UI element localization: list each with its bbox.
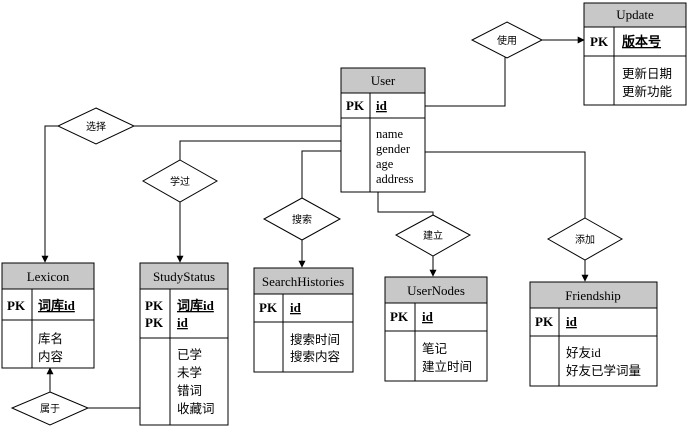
relationship-label: 搜索 [292, 213, 312, 226]
key-field: 版本号 [622, 34, 661, 49]
attribute: 内容 [38, 349, 63, 364]
attribute: name [376, 127, 404, 141]
pk-marker: PK [145, 315, 164, 330]
pk-marker: PK [590, 34, 609, 49]
connector-user-learn [179, 140, 341, 160]
attribute: 未学 [177, 365, 202, 380]
key-field: id [376, 98, 388, 113]
connector-user-search [301, 150, 341, 198]
entity-update: Update PK 版本号 更新日期 更新功能 [583, 2, 687, 106]
entity-title: Friendship [565, 288, 621, 303]
attribute: 好友已学词量 [566, 363, 641, 378]
entity-title: Update [616, 7, 654, 22]
relationship-label: 选择 [86, 120, 106, 133]
key-field: 词库id [177, 298, 215, 313]
relationship-label: 建立 [423, 229, 443, 242]
connectors [41, 36, 589, 409]
connector-user-add [425, 151, 586, 218]
pk-marker: PK [535, 314, 554, 329]
entity-user: User PK id name gender age address [340, 67, 426, 193]
pk-marker: PK [346, 98, 365, 113]
pk-marker: PK [145, 298, 164, 313]
entity-studystatus: StudyStatus PK PK 词库id id 已学 未学 错词 收藏词 [139, 262, 229, 426]
relationship-label: 添加 [575, 233, 595, 246]
attribute: address [376, 172, 414, 186]
attribute: age [376, 157, 394, 171]
relationship-label: 使用 [497, 34, 517, 47]
entity-title: User [371, 73, 396, 88]
key-field: 词库id [38, 298, 76, 313]
attribute: 已学 [177, 347, 202, 362]
attribute: 搜索时间 [290, 332, 340, 347]
pk-marker: PK [259, 300, 278, 315]
entity-title: Lexicon [27, 269, 70, 284]
entity-title: SearchHistories [262, 274, 344, 289]
relationship-build: 建立 [394, 214, 472, 257]
connector-user-use [425, 57, 506, 107]
relationship-label: 学过 [170, 175, 190, 188]
attribute: 建立时间 [422, 359, 472, 374]
attribute: 错词 [177, 384, 202, 398]
entity-searchhistories: SearchHistories PK id 搜索时间 搜索内容 [253, 267, 354, 373]
pk-marker: PK [390, 309, 409, 324]
attribute: 更新功能 [622, 84, 673, 99]
attribute: 笔记 [422, 341, 448, 356]
attribute: gender [376, 142, 411, 156]
connector-choose-lexicon [41, 125, 58, 263]
attribute: 搜索内容 [290, 349, 340, 364]
entity-title: UserNodes [407, 283, 465, 298]
relationship-label: 属于 [40, 403, 60, 415]
relationship-choose: 选择 [56, 107, 136, 145]
entity-title: StudyStatus [153, 269, 215, 284]
entity-lexicon: Lexicon PK 词库id 库名 内容 [1, 262, 95, 369]
pk-marker: PK [7, 298, 26, 313]
attribute: 收藏词 [177, 402, 215, 416]
relationship-use: 使用 [470, 21, 544, 59]
relationship-belong: 属于 [10, 391, 90, 426]
relationship-search: 搜索 [262, 197, 342, 241]
attribute: 好友id [566, 346, 601, 360]
entity-friendship: Friendship PK id 好友id 好友已学词量 [529, 281, 658, 387]
relationship-learn: 学过 [141, 159, 219, 203]
attribute: 更新日期 [622, 66, 672, 81]
key-field: id [290, 300, 302, 315]
key-field: id [422, 309, 434, 324]
key-field: id [566, 314, 578, 329]
connector-user-build [377, 192, 434, 215]
attribute: 库名 [38, 331, 63, 346]
entity-usernodes: UserNodes PK id 笔记 建立时间 [384, 276, 488, 382]
key-field: id [177, 315, 189, 330]
relationship-add: 添加 [546, 217, 624, 261]
